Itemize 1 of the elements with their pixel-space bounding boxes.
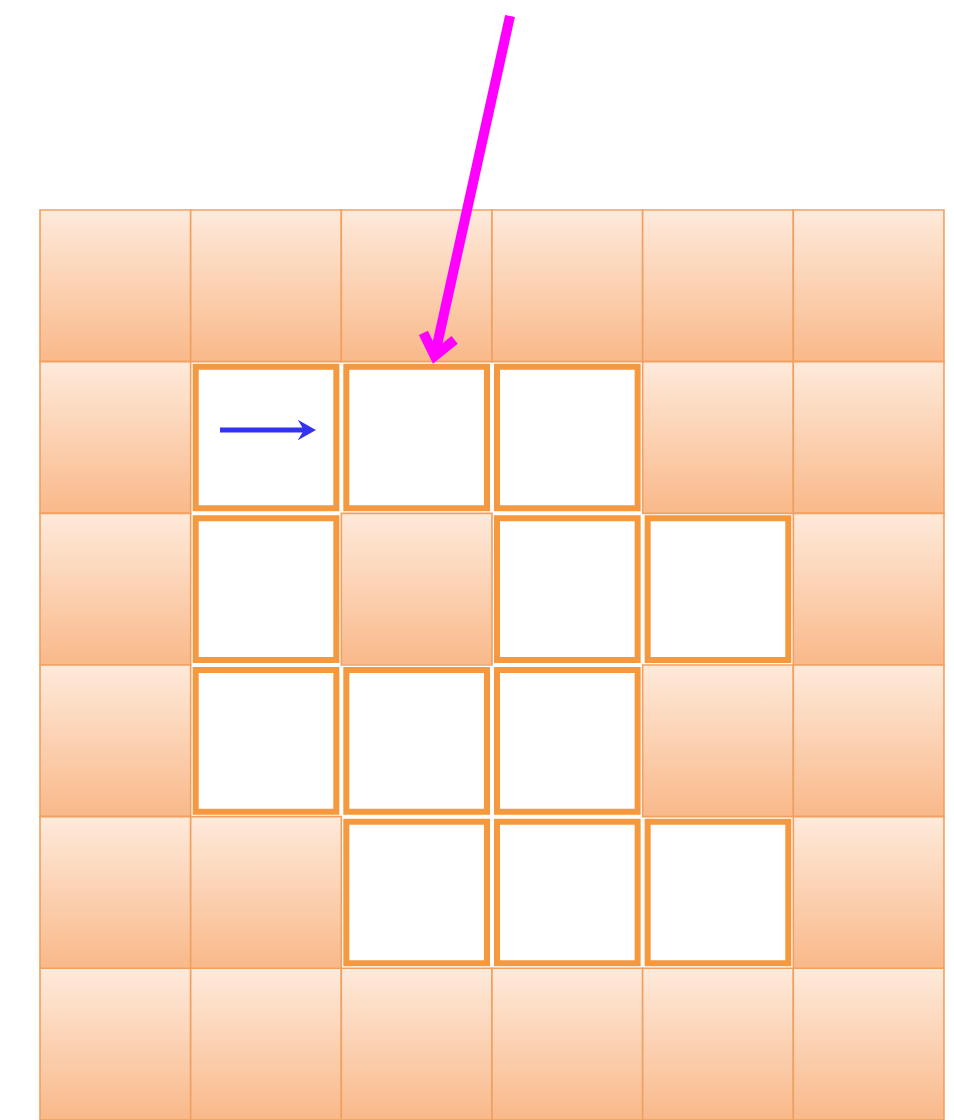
- arrow: [418, 14, 515, 364]
